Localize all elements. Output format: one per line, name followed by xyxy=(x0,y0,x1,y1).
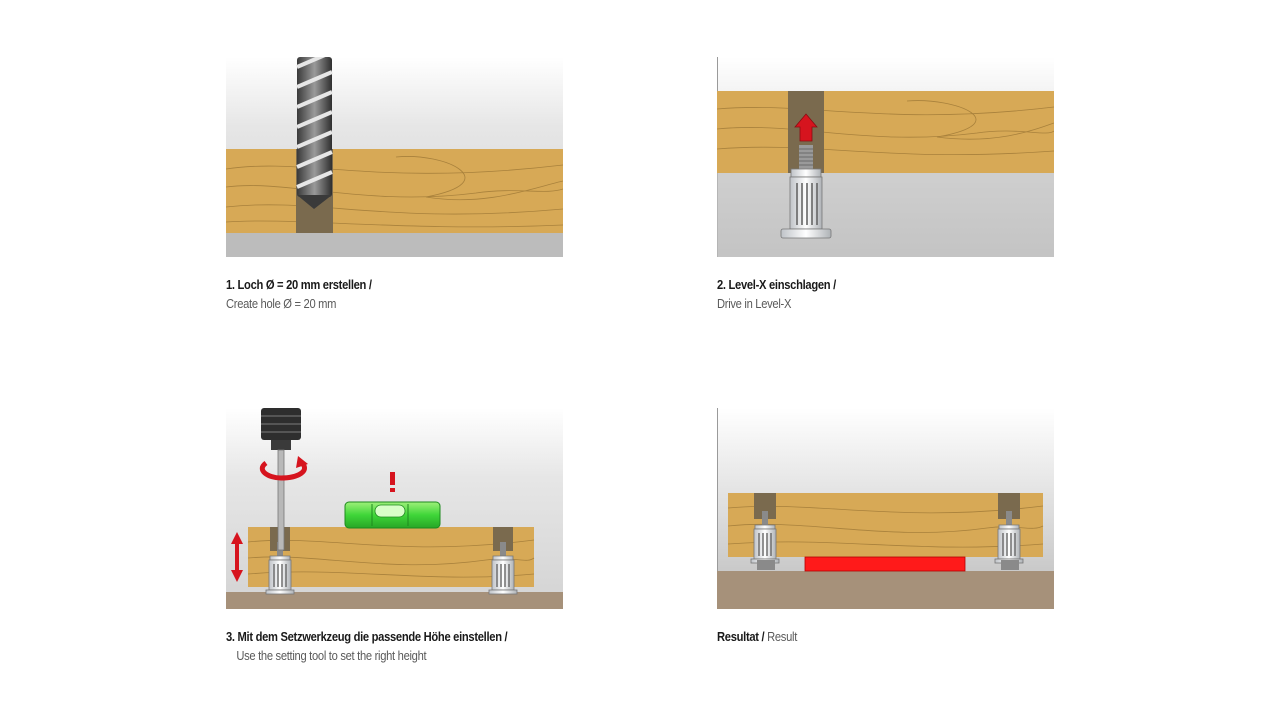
direction-arrow-up-icon xyxy=(794,113,818,142)
step-3-title-en: Use the setting tool to set the right he… xyxy=(236,648,427,663)
step-3-illustration xyxy=(226,408,563,609)
step-2-title-de: 2. Level-X einschlagen / xyxy=(717,277,836,292)
step-1-title-en: Create hole Ø = 20 mm xyxy=(226,296,337,311)
setting-tool-icon xyxy=(261,408,301,551)
step-2-caption: 2. Level-X einschlagen / Drive in Level-… xyxy=(717,275,836,313)
height-adjust-arrow-icon xyxy=(231,532,243,582)
step-2-title-en: Drive in Level-X xyxy=(717,296,792,311)
red-shim-icon xyxy=(804,556,966,572)
step-2-illustration xyxy=(717,57,1054,257)
spirit-level-icon xyxy=(344,501,441,529)
step-3-caption: 3. Mit dem Setzwerkzeug die passende Höh… xyxy=(226,627,508,665)
result-title-de: Resultat / xyxy=(717,629,765,644)
drill-bit-icon xyxy=(296,57,333,209)
result-caption: Resultat / Result xyxy=(717,627,797,646)
wooden-board-icon xyxy=(226,149,563,257)
result-title-en: Result xyxy=(764,629,798,644)
wooden-board-icon xyxy=(717,91,1054,173)
step-1-title-de: 1. Loch Ø = 20 mm erstellen / xyxy=(226,277,372,292)
exclamation-icon xyxy=(390,472,395,492)
step-3-title-de: 3. Mit dem Setzwerkzeug die passende Höh… xyxy=(226,629,508,644)
leveling-foot-icon xyxy=(780,145,832,239)
step-1-caption: 1. Loch Ø = 20 mm erstellen / Create hol… xyxy=(226,275,372,313)
result-illustration xyxy=(717,408,1054,609)
leveled-board-icon xyxy=(727,493,1044,557)
rotation-arrow-icon xyxy=(259,456,308,481)
step-1-illustration xyxy=(226,57,563,257)
